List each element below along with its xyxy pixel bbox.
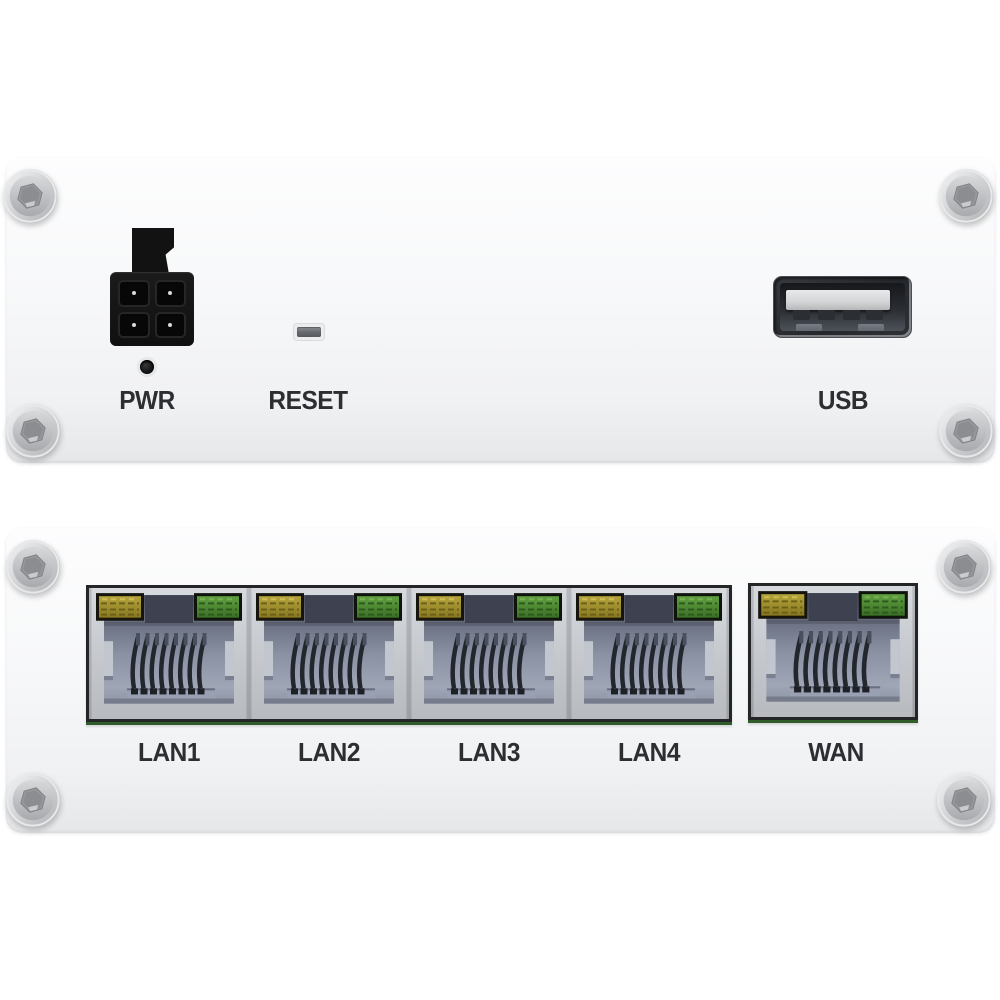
usb-latch [858,324,884,331]
screw-icon [935,538,993,596]
power-pin [168,291,173,296]
rj45-jack-icon [569,588,729,719]
ethernet-port-lan2 [249,588,409,719]
usb-pin [843,310,860,320]
power-connector-latch [132,228,174,274]
reset-pinhole-opening [297,327,321,337]
router-ethernet-panel: LAN1 LAN2 LAN3 LAN4 WAN [6,528,995,833]
usb-latch [796,324,822,331]
power-pin-socket [118,311,150,338]
usb-pin [793,310,810,320]
usb-label: USB [817,385,869,415]
lan4-label: LAN4 [618,737,680,767]
rj45-jack-icon [751,586,915,717]
usb-port [773,276,912,338]
screw-icon [4,538,62,596]
power-pin [131,322,136,327]
power-pin [168,322,173,327]
screw-icon [1,167,59,225]
ethernet-port-lan4 [569,588,729,719]
power-label: PWR [119,385,175,415]
router-front-panel: PWR RESET USB [6,158,995,463]
screw-icon [935,771,993,829]
screw-icon [4,771,62,829]
ethernet-port-lan3 [409,588,569,719]
power-led-hole [140,360,154,374]
usb-pin [866,310,883,320]
power-pin-socket [118,280,150,307]
ethernet-port-wan [748,583,918,720]
screw-icon [4,402,62,460]
power-pin-socket [154,280,186,307]
reset-pinhole [294,324,324,340]
reset-label: RESET [268,385,348,415]
usb-tongue [786,290,890,310]
lan2-label: LAN2 [298,737,360,767]
lan1-label: LAN1 [138,737,200,767]
power-connector-body [110,272,194,346]
screw-icon [937,402,995,460]
power-pin-socket [154,311,186,338]
lan-port-block [86,585,732,722]
rj45-jack-icon [409,588,569,719]
lan3-label: LAN3 [458,737,520,767]
power-pin [131,291,136,296]
screw-icon [937,167,995,225]
usb-cavity [780,283,905,331]
power-connector [110,228,194,346]
rj45-jack-icon [249,588,409,719]
wan-label: WAN [808,737,864,767]
rj45-jack-icon [89,588,249,719]
usb-pin [818,310,835,320]
ethernet-port-lan1 [89,588,249,719]
